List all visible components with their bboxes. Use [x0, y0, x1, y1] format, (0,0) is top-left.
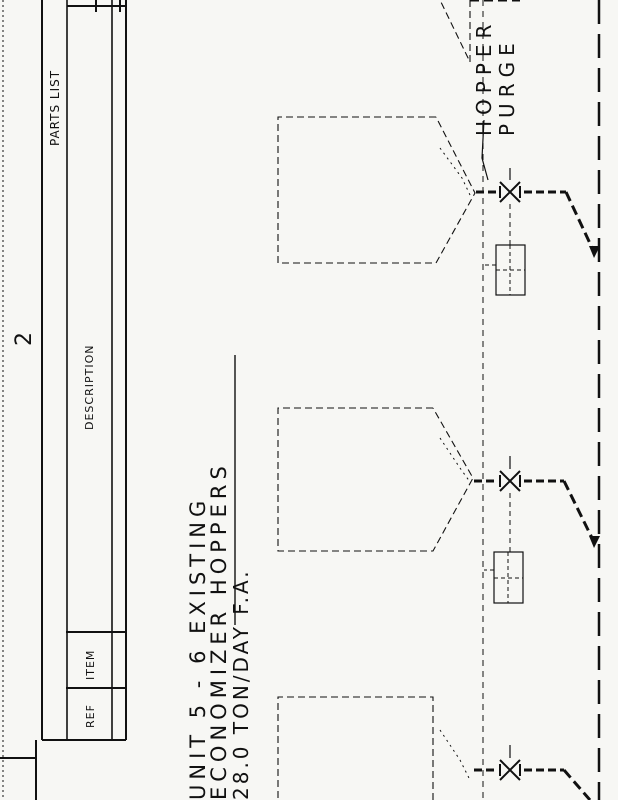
- solenoid-1: [484, 204, 526, 296]
- ref-header: REF: [84, 704, 97, 728]
- callout-leader: [481, 119, 489, 181]
- callout-purge: PURGE: [495, 37, 519, 136]
- hopper-3: [277, 407, 474, 552]
- callout-hopper: HOPPER: [472, 18, 496, 136]
- valve-2: [499, 456, 521, 492]
- solenoid-2: [484, 493, 524, 604]
- valve-3: [499, 745, 521, 781]
- hopper-1: [439, 0, 471, 63]
- description-header: DESCRIPTION: [83, 344, 96, 430]
- valve-1: [499, 168, 521, 203]
- note-line-2: ECONOMIZER HOPPERS: [207, 461, 231, 800]
- purge-branch-3: [474, 479, 596, 543]
- left-border: [0, 0, 37, 800]
- purge-branch-4: [474, 768, 592, 800]
- purge-branch-2: [476, 190, 596, 253]
- hopper-2: [277, 116, 476, 264]
- note-line-3: 28.0 TON/DAY F.A.: [229, 568, 253, 800]
- parts-list-table: [41, 0, 127, 741]
- item-header: ITEM: [84, 649, 97, 680]
- flow-arrow-icon: [589, 246, 600, 258]
- parts-list-title: PARTS LIST: [48, 69, 62, 146]
- flow-arrow-icon: [589, 536, 600, 548]
- zone-number: 2: [12, 332, 37, 346]
- hopper-4: [277, 696, 471, 800]
